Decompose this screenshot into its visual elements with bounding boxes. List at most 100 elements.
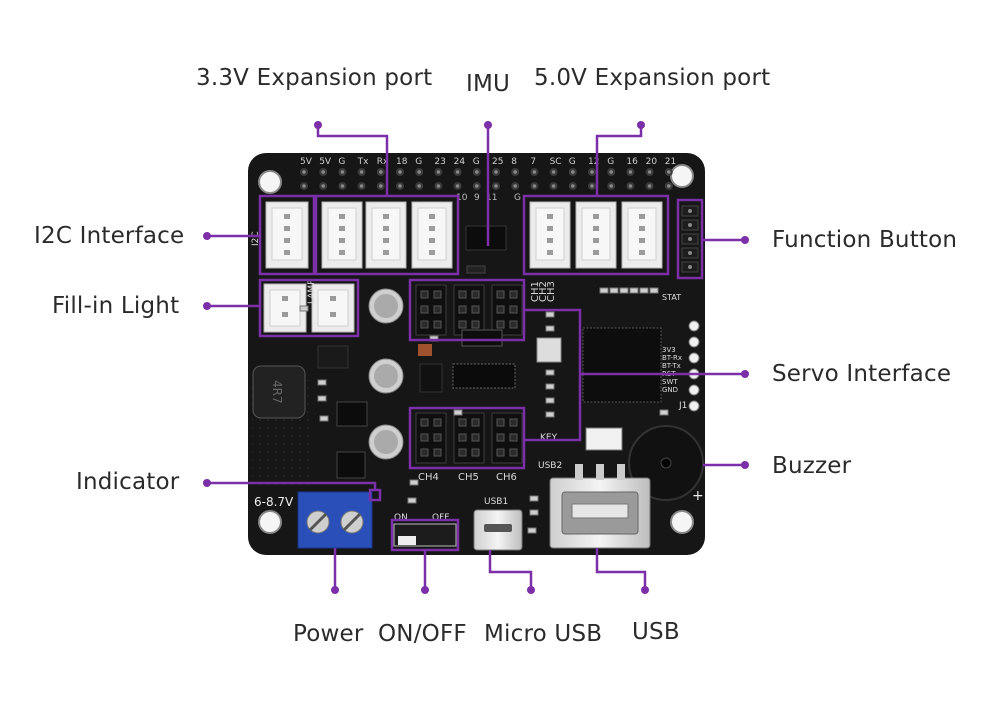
servo-port <box>491 412 523 464</box>
connector-5v <box>575 201 617 269</box>
connector-i2c <box>265 201 309 269</box>
inductor <box>252 365 306 419</box>
header-pin-label: G <box>415 157 422 167</box>
connector-pin <box>383 238 389 243</box>
j1-pin-label: 3V3 <box>662 346 676 354</box>
header-pin-label: 5V <box>319 157 332 167</box>
j1-pin-label: SWT <box>662 378 678 386</box>
header-pin-label: 16 <box>626 157 638 167</box>
leader-lines <box>207 125 745 590</box>
header-pin-core <box>571 170 575 174</box>
servo-port <box>453 284 485 336</box>
header-pin-core <box>513 184 517 188</box>
header-pin-core <box>417 184 422 188</box>
connector-pin <box>639 226 645 231</box>
i2c-silk-label: I2C <box>251 231 261 246</box>
label-power: Power <box>293 621 364 647</box>
header-pin-core <box>647 184 652 188</box>
switch-on-label: ON <box>394 513 408 523</box>
header-pin-core <box>628 184 633 188</box>
header-pin-label: Tx <box>357 157 369 167</box>
connector-pin <box>339 250 345 255</box>
fill-light-connectors <box>263 283 355 333</box>
gpio-header <box>300 168 673 190</box>
header-pin-core <box>571 184 575 188</box>
ch1-label: CH1 <box>530 281 541 302</box>
header-pin-core <box>590 184 594 188</box>
leader-dots <box>203 121 749 594</box>
smd-components <box>299 287 669 534</box>
small-ic-3 <box>336 451 366 479</box>
header-pin-core <box>436 170 441 174</box>
connector-lamp <box>263 283 307 333</box>
smd-part <box>319 415 329 422</box>
buzzer-plus: + <box>692 488 704 504</box>
j1-header <box>688 320 700 412</box>
connector-pin <box>639 250 645 255</box>
header-pin-core <box>436 184 441 188</box>
j1-pin <box>688 400 700 412</box>
label-servo-interface: Servo Interface <box>772 361 952 387</box>
header-pin-label: 25 <box>492 157 503 167</box>
connector-lamp <box>311 283 355 333</box>
j1-pin <box>688 336 700 348</box>
header-pin-core <box>609 184 613 188</box>
ch3-label: CH3 <box>546 281 557 302</box>
regulator-chip <box>419 363 443 393</box>
function-pin-core <box>688 223 692 227</box>
connector-pin <box>284 214 290 219</box>
smd-part <box>407 497 417 504</box>
electrolytic-capacitors <box>368 288 404 460</box>
smd-part <box>599 287 609 294</box>
connector-pin <box>284 226 290 231</box>
header-pin-label: 7 <box>530 157 536 167</box>
header-row2-label: G <box>514 193 521 203</box>
servo-port <box>415 412 447 464</box>
header-pin-label: 5V <box>300 157 313 167</box>
driver-chip <box>452 363 516 389</box>
header-pin-core <box>628 170 633 174</box>
label-buzzer: Buzzer <box>772 453 852 479</box>
smd-part <box>545 383 555 390</box>
header-row2-label: 11 <box>486 193 497 203</box>
micro-usb-port <box>473 509 523 551</box>
small-chip <box>461 329 503 347</box>
header-pin-core <box>551 170 556 174</box>
j1-pin <box>688 384 700 396</box>
usb-a-port <box>549 464 651 549</box>
header-pin-label: G <box>607 157 614 167</box>
header-pin-label: G <box>569 157 576 167</box>
connector-pin <box>339 238 345 243</box>
connector-pin <box>547 226 553 231</box>
i2c-connector <box>265 201 309 269</box>
header-pin-label: G <box>338 157 345 167</box>
mcu-chip <box>582 327 662 403</box>
connector-pin <box>429 238 435 243</box>
label-micro-usb: Micro USB <box>484 621 603 647</box>
power-terminal <box>297 491 373 549</box>
imu-resistor <box>466 265 486 274</box>
smd-part <box>619 287 629 294</box>
connector-pin <box>339 214 345 219</box>
smd-part <box>639 287 649 294</box>
label-function-button: Function Button <box>772 227 958 253</box>
header-pin-label: 23 <box>434 157 445 167</box>
connector-3v3 <box>321 201 363 269</box>
header-pin-label: 24 <box>454 157 466 167</box>
key-button <box>585 427 623 451</box>
key-label: KEY <box>540 433 558 443</box>
header-pin-label: 18 <box>396 157 408 167</box>
servo-port <box>491 284 523 336</box>
header-pin-core <box>475 170 479 174</box>
crystal <box>536 337 562 363</box>
header-pin-core <box>340 170 345 174</box>
header-pin-core <box>398 184 402 188</box>
label-fill-in-light: Fill-in Light <box>52 293 180 319</box>
connector-pin <box>383 226 389 231</box>
connector-pin <box>547 214 553 219</box>
imu-chip <box>465 225 507 251</box>
header-pin-core <box>667 170 671 174</box>
